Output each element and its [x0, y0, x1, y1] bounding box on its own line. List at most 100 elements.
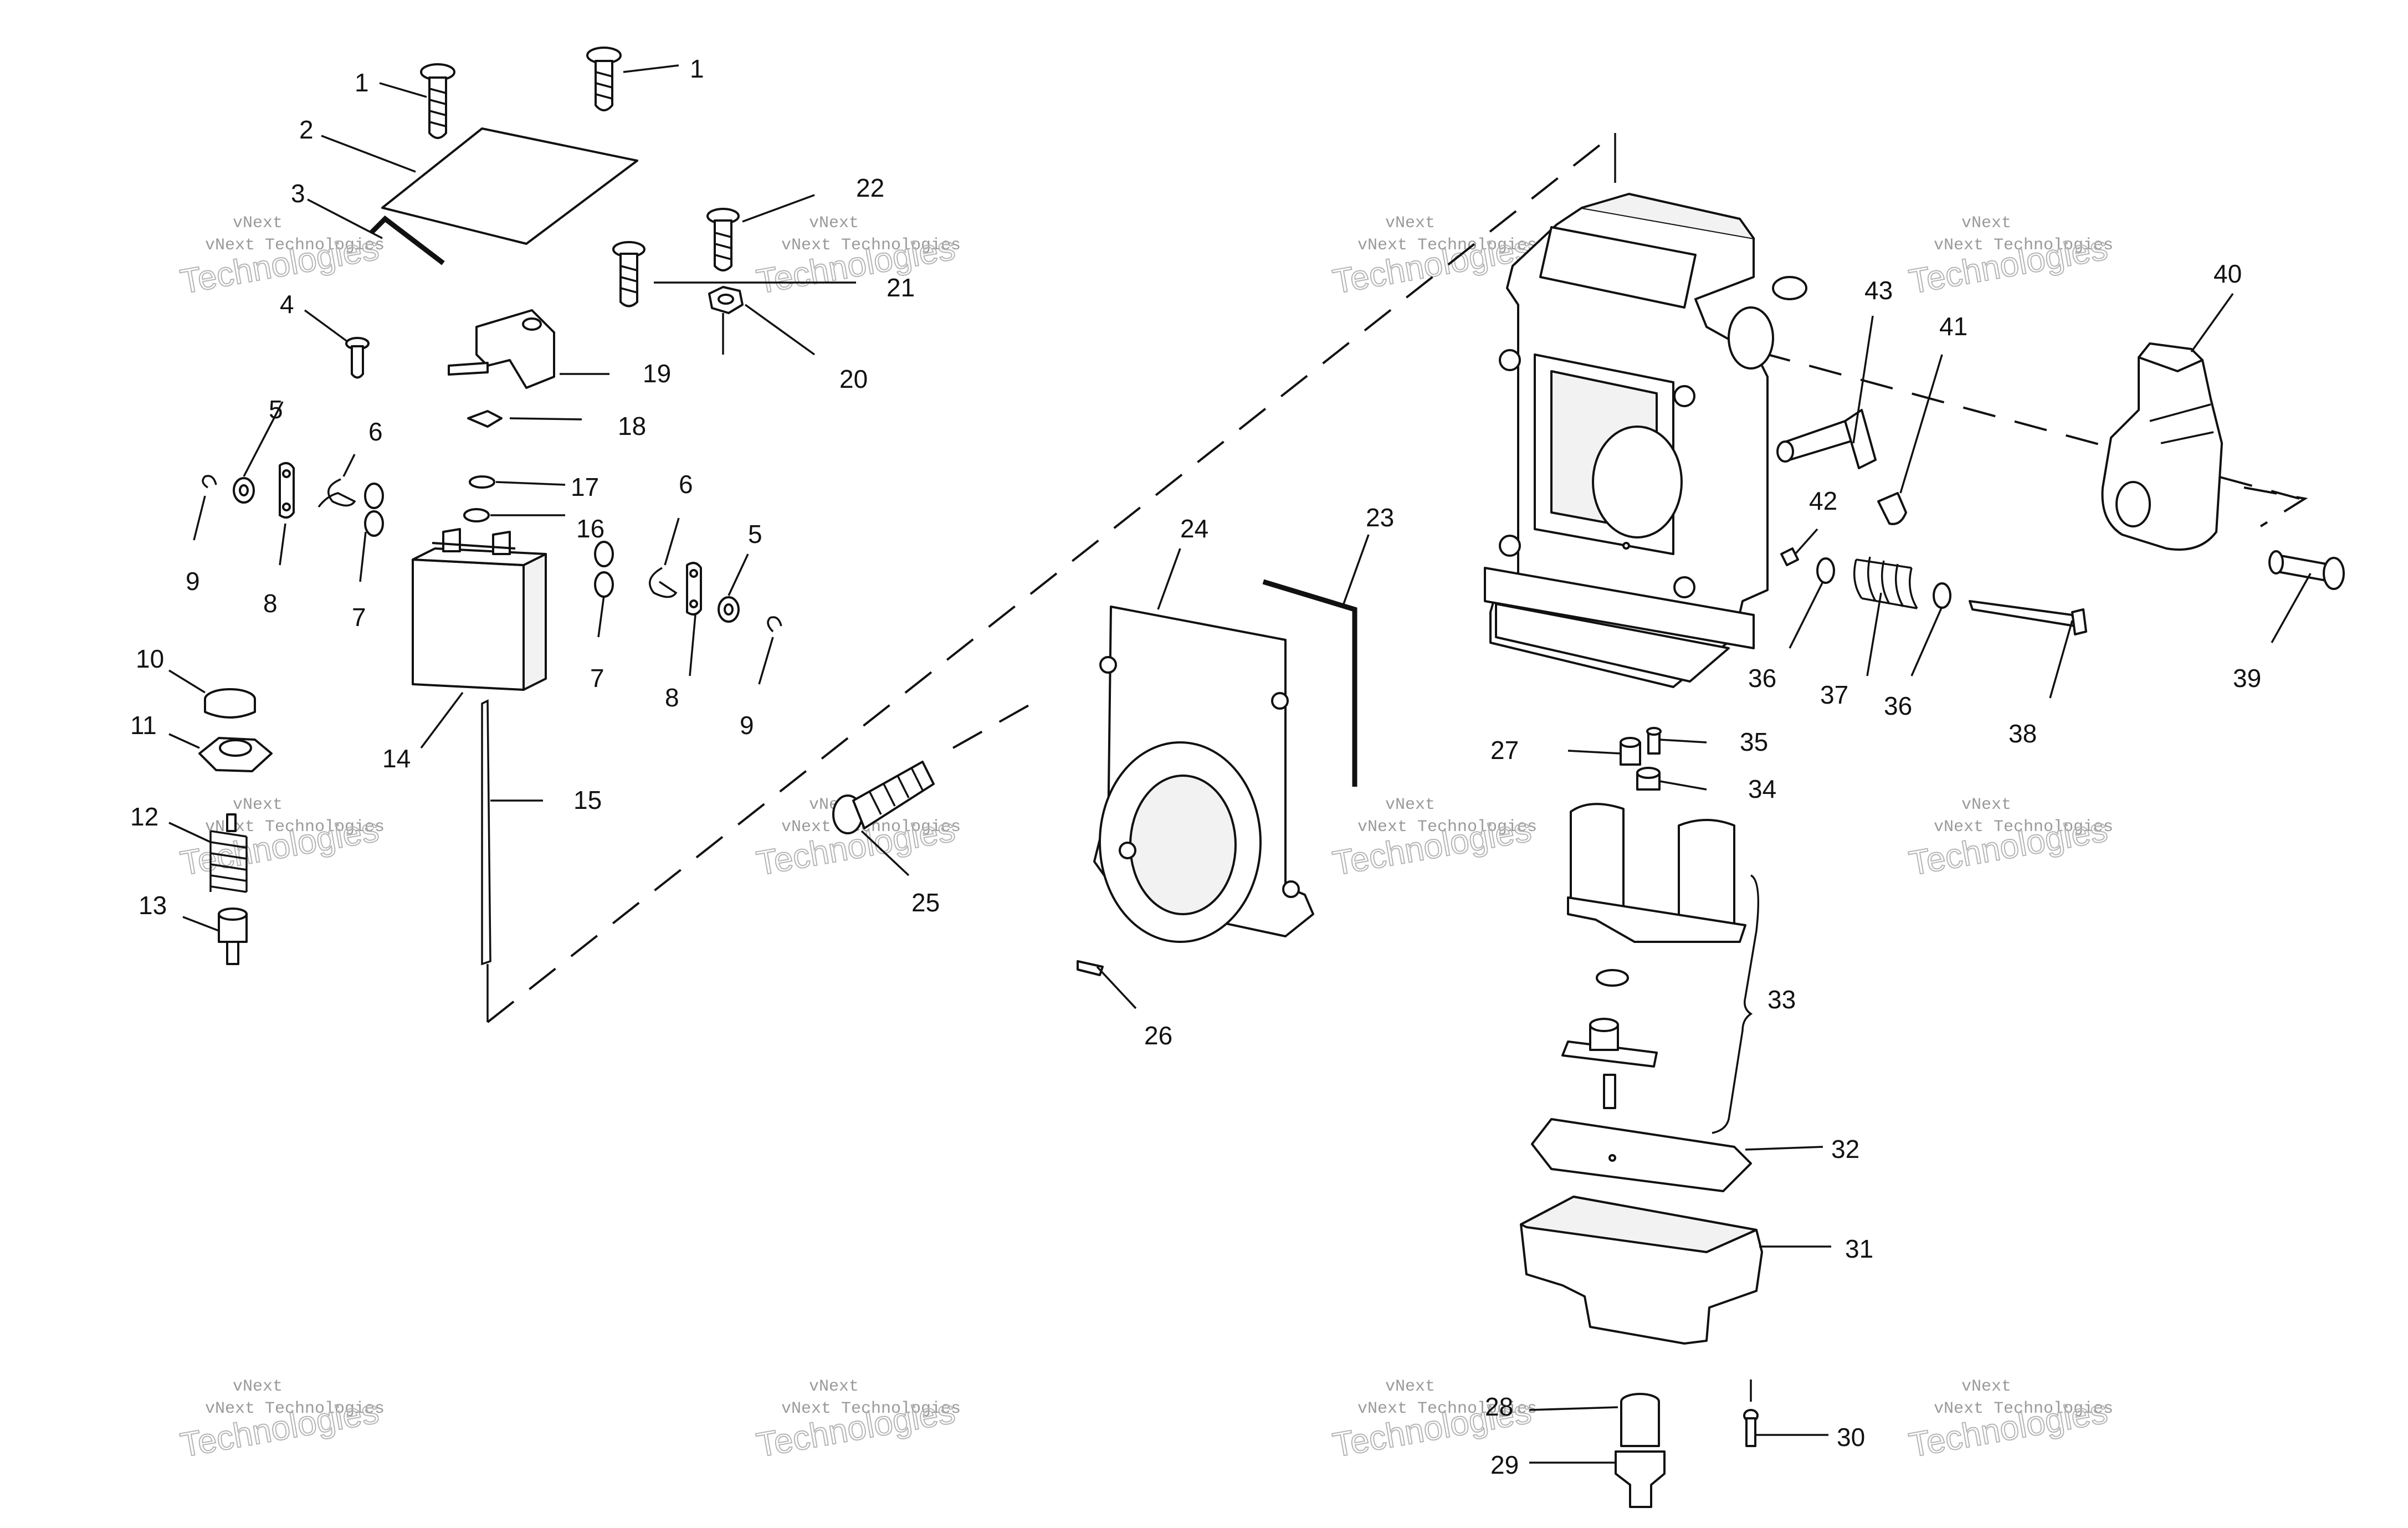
part-29-drain-base: [1615, 1450, 1666, 1508]
part-11-nut: [198, 737, 273, 772]
part-17-ring: [469, 475, 495, 489]
callout-23: 23: [1366, 503, 1394, 532]
callout-8: 8: [263, 589, 278, 618]
carburetor-body: [1484, 193, 1807, 688]
part-4-screw: [345, 337, 370, 379]
part-24-manifold-flange: [1093, 606, 1314, 943]
part-36-washer-right: [1933, 582, 1951, 609]
callout-17: 17: [571, 473, 599, 501]
callout-14: 14: [382, 744, 411, 773]
svg-text:vNext Technologies: vNext Technologies: [781, 1399, 961, 1418]
svg-text:vNext: vNext: [233, 1377, 283, 1396]
svg-text:vNext Technologies: vNext Technologies: [781, 236, 961, 255]
part-7-rollers-left: [364, 483, 384, 537]
callout-3: 3: [291, 179, 305, 208]
part-37-spring: [1853, 556, 1918, 609]
part-9-circlip-right: [767, 616, 782, 633]
callout-37: 37: [1820, 680, 1848, 709]
part-25-idle-screw: [832, 761, 935, 834]
part-26-pin: [1077, 960, 1104, 976]
svg-text:vNext: vNext: [1961, 1377, 2011, 1396]
part-5-washer-left: [233, 477, 255, 504]
callout-34: 34: [1748, 775, 1776, 803]
part-1-screw-left: [420, 63, 455, 139]
svg-text:vNext Technologies: vNext Technologies: [1934, 1399, 2113, 1418]
callout-16: 16: [576, 514, 604, 543]
part-28-drain-fitting: [1620, 1393, 1660, 1447]
svg-text:vNext: vNext: [809, 1377, 859, 1396]
part-10-cap: [204, 688, 256, 719]
svg-text:vNext: vNext: [1385, 796, 1435, 814]
svg-text:vNext: vNext: [809, 214, 859, 233]
part-39-choke-screw: [2268, 550, 2345, 590]
part-6-clip-right: [649, 567, 678, 598]
callout-43: 43: [1864, 276, 1893, 305]
callout-21: 21: [887, 273, 915, 302]
part-14-throttle-slide: [412, 528, 547, 691]
part-19-bracket: [448, 309, 555, 389]
callout-8: 8: [665, 683, 679, 712]
alignment-dash-mid: [952, 697, 1042, 749]
part-23-gasket-edge: [1262, 579, 1356, 612]
callout-19: 19: [643, 359, 671, 388]
callout-7: 7: [590, 664, 604, 693]
callout-30: 30: [1837, 1423, 1865, 1452]
callout-38: 38: [2009, 719, 2037, 748]
callout-9: 9: [740, 711, 754, 740]
callout-36: 36: [1748, 664, 1776, 693]
part-43-fitting: [1776, 409, 1877, 469]
part-8-link-left: [279, 462, 295, 519]
part-13-plunger: [218, 907, 248, 965]
callout-27: 27: [1490, 736, 1519, 765]
part-30-screw: [1743, 1409, 1759, 1447]
part-41-needle-tip: [1877, 492, 1907, 525]
callout-36: 36: [1884, 691, 1912, 720]
callout-40: 40: [2214, 259, 2242, 288]
part-22-screw: [706, 208, 740, 271]
watermark-1: vNext vNext Technologies Technologies: [177, 214, 385, 302]
callout-33: 33: [1767, 985, 1796, 1014]
callout-18: 18: [618, 412, 646, 440]
alignment-dash-main: [486, 132, 1616, 1023]
callout-24: 24: [1180, 514, 1208, 543]
svg-text:vNext: vNext: [1961, 796, 2011, 814]
part-21-screw: [612, 241, 645, 307]
callout-35: 35: [1740, 727, 1768, 756]
callout-7: 7: [352, 603, 366, 632]
part-33-float: [1567, 803, 1746, 943]
callout-15: 15: [573, 786, 602, 814]
part-42-ring: [1780, 547, 1799, 566]
svg-text:vNext Technologies: vNext Technologies: [1934, 818, 2113, 837]
svg-text:vNext Technologies: vNext Technologies: [1357, 1399, 1537, 1418]
callout-6: 6: [368, 417, 383, 446]
callout-12: 12: [130, 802, 158, 831]
callout-39: 39: [2233, 664, 2261, 693]
part-32-gasket: [1531, 1118, 1752, 1192]
callout-labels: 1 1 2 3 4 5 5 6 6 7 7 8 8 9 9 10 11 12 1…: [130, 54, 2261, 1479]
svg-text:vNext Technologies: vNext Technologies: [1357, 818, 1537, 837]
svg-text:vNext Technologies: vNext Technologies: [205, 1399, 385, 1418]
part-31-float-bowl: [1520, 1196, 1763, 1345]
callout-1: 1: [355, 68, 369, 97]
callout-2: 2: [299, 115, 314, 144]
callout-26: 26: [1144, 1021, 1172, 1050]
callout-42: 42: [1809, 486, 1837, 515]
choke-dash-lines: [2243, 486, 2308, 527]
callout-13: 13: [139, 891, 167, 920]
callout-41: 41: [1939, 312, 1968, 341]
svg-text:vNext: vNext: [1961, 214, 2011, 233]
part-27-jet: [1620, 737, 1641, 766]
callout-5: 5: [269, 395, 283, 424]
part-33-oring: [1596, 969, 1629, 987]
callout-6: 6: [679, 470, 693, 499]
part-40-choke-housing: [2101, 342, 2223, 551]
watermark-5: vNext vNext Technologies Technologies: [177, 796, 385, 884]
part-3-gasket-edge: [369, 216, 445, 265]
callout-32: 32: [1831, 1135, 1859, 1163]
part-35-jet: [1646, 727, 1662, 755]
watermark-7: vNext vNext Technologies Technologies: [1329, 796, 1537, 884]
svg-text:vNext Technologies: vNext Technologies: [205, 236, 385, 255]
callout-10: 10: [136, 644, 164, 673]
watermark-8: vNext vNext Technologies Technologies: [1905, 796, 2113, 884]
